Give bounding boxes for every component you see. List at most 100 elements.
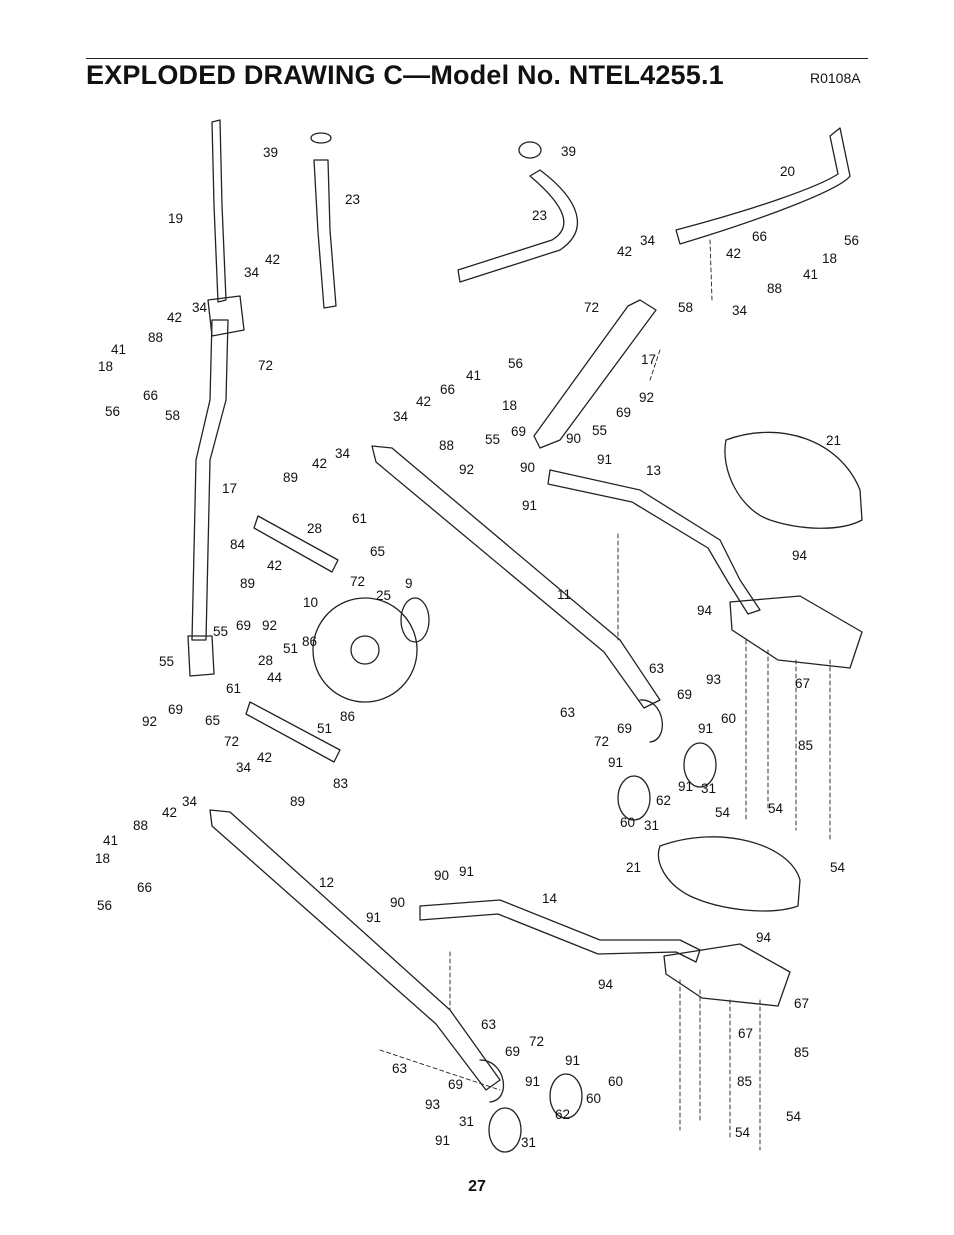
part-callout-92: 92 [639,390,654,405]
arm-12-fork [479,1059,505,1103]
part-callout-69: 69 [168,702,183,717]
part-callout-39: 39 [561,144,576,159]
part-callout-91: 91 [608,755,623,770]
part-callout-54: 54 [830,860,846,875]
part-callout-65: 65 [205,713,220,728]
part-callout-89: 89 [290,794,305,809]
part-callout-17: 17 [222,481,237,496]
part-callout-21: 21 [626,860,641,875]
part-callout-31: 31 [644,818,659,833]
part-callout-54: 54 [735,1125,751,1140]
upright-17-left [191,319,229,641]
part-callout-91: 91 [435,1133,450,1148]
arm-12 [209,809,501,1091]
part-callout-67: 67 [738,1026,753,1041]
part-callout-91: 91 [525,1074,540,1089]
part-callout-41: 41 [111,342,126,357]
handle-19 [211,119,227,303]
part-callout-93: 93 [425,1097,440,1112]
pedal-pad-21-top [724,431,863,529]
part-callout-94: 94 [697,603,713,618]
part-callout-83: 83 [333,776,348,791]
part-callout-28: 28 [307,521,322,536]
page-title: EXPLODED DRAWING C—Model No. NTEL4255.1 [86,60,724,90]
part-callout-39: 39 [263,145,278,160]
part-callout-65: 65 [370,544,385,559]
pedal-base-top [729,595,863,669]
handle-23-right [457,169,578,283]
part-callout-60: 60 [721,711,736,726]
part-callout-9: 9 [405,576,413,591]
part-callout-63: 63 [392,1061,407,1076]
part-callout-67: 67 [794,996,809,1011]
part-callout-91: 91 [522,498,537,513]
part-callout-42: 42 [257,750,272,765]
part-callout-17: 17 [641,352,656,367]
part-callout-60: 60 [620,815,635,830]
part-callout-41: 41 [466,368,481,383]
part-callout-88: 88 [767,281,782,296]
part-callout-42: 42 [312,456,327,471]
part-callout-69: 69 [505,1044,520,1059]
part-callout-72: 72 [584,300,599,315]
part-callout-28: 28 [258,653,273,668]
part-callout-42: 42 [726,246,741,261]
part-callout-88: 88 [133,818,148,833]
part-callout-69: 69 [511,424,526,439]
part-callout-51: 51 [317,721,332,736]
part-callout-23: 23 [532,208,547,223]
part-callout-56: 56 [105,404,120,419]
part-callout-55: 55 [159,654,174,669]
part-callout-20: 20 [780,164,795,179]
knob-39-left [310,132,332,144]
part-callout-58: 58 [678,300,693,315]
part-callout-86: 86 [340,709,355,724]
part-callout-34: 34 [192,300,208,315]
part-callout-34: 34 [244,265,260,280]
arm-11 [371,445,661,709]
part-callout-85: 85 [798,738,813,753]
part-callout-42: 42 [617,244,632,259]
part-callout-21: 21 [826,433,841,448]
part-callout-19: 19 [168,211,183,226]
part-callout-25: 25 [376,588,391,603]
part-callout-34: 34 [182,794,198,809]
part-callout-23: 23 [345,192,360,207]
link-14 [419,899,701,963]
pulley-9 [400,597,430,643]
part-callout-66: 66 [752,229,767,244]
pedal-base-bottom [663,943,791,1007]
part-callout-55: 55 [485,432,500,447]
part-callout-91: 91 [459,864,474,879]
part-callout-11: 11 [557,587,571,602]
part-callout-85: 85 [737,1074,752,1089]
part-callout-56: 56 [97,898,112,913]
part-callout-90: 90 [520,460,535,475]
part-callout-54: 54 [768,801,784,816]
part-callout-90: 90 [566,431,581,446]
crank-arm-83 [245,701,341,763]
part-callout-72: 72 [258,358,273,373]
part-callout-51: 51 [283,641,298,656]
part-callout-84: 84 [230,537,246,552]
part-callout-55: 55 [213,624,228,639]
part-callout-60: 60 [586,1091,601,1106]
wheel-31-a [683,742,717,788]
part-callout-72: 72 [350,574,365,589]
handle-23 [313,159,337,309]
part-callout-62: 62 [555,1107,570,1122]
wheel-31-b [617,775,651,821]
part-callout-93: 93 [706,672,721,687]
part-callout-55: 55 [592,423,607,438]
part-callout-69: 69 [617,721,632,736]
part-callout-31: 31 [701,781,716,796]
part-callout-34: 34 [236,760,252,775]
part-callout-94: 94 [792,548,808,563]
part-callout-85: 85 [794,1045,809,1060]
part-callout-60: 60 [608,1074,623,1089]
part-callout-18: 18 [95,851,110,866]
part-callout-72: 72 [594,734,609,749]
part-callout-18: 18 [502,398,517,413]
part-callout-69: 69 [236,618,251,633]
part-callout-34: 34 [393,409,409,424]
